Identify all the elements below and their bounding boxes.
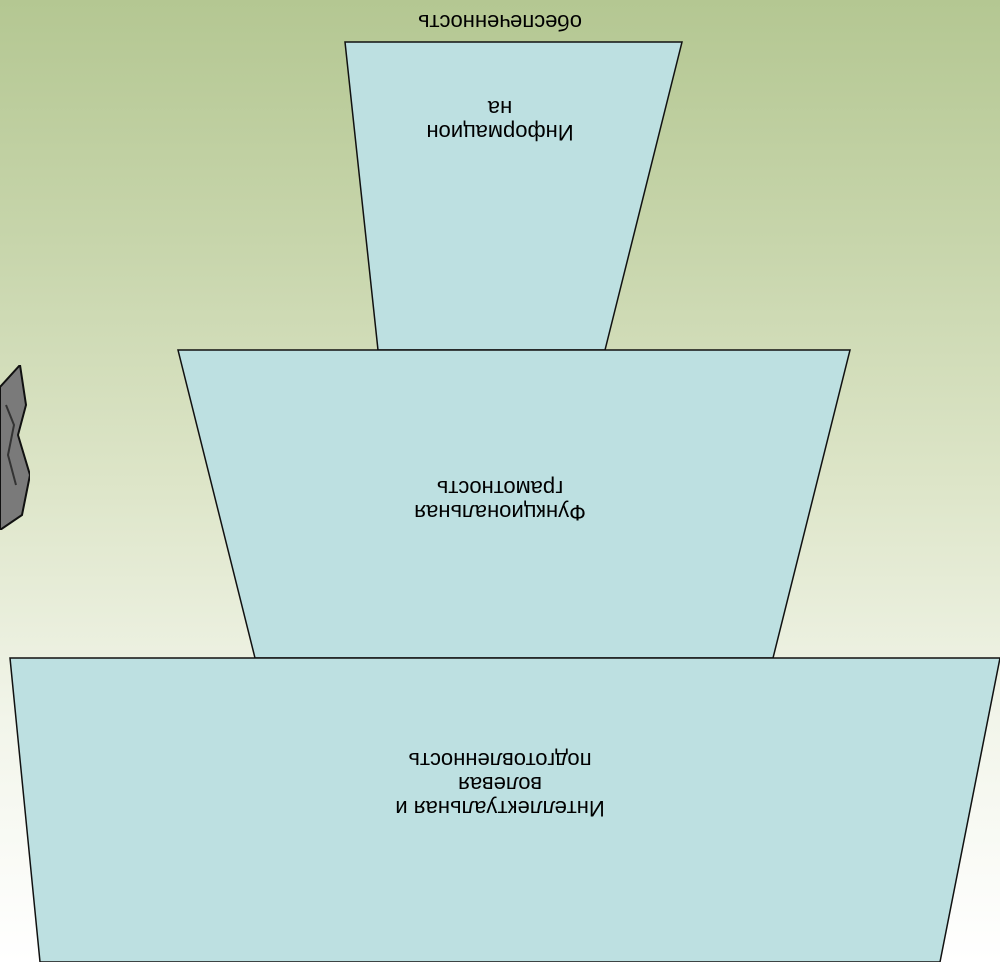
person-figure-icon bbox=[0, 365, 30, 530]
label-intellectual-line-2: волевая bbox=[458, 772, 542, 797]
label-intellectual: Интеллектуальная и волевая подготовленно… bbox=[0, 748, 1000, 821]
label-info: Информацион на bbox=[0, 96, 1000, 145]
label-functional: Функциональная грамотность bbox=[0, 476, 1000, 525]
trapezoid-info bbox=[344, 41, 683, 351]
trapezoid-intellectual bbox=[9, 657, 1000, 962]
label-info-line-2: на bbox=[487, 96, 513, 121]
label-intellectual-line-1: Интеллектуальная и bbox=[395, 796, 605, 821]
label-info-line-1: Информацион bbox=[426, 120, 574, 145]
label-functional-line-1: Функциональная bbox=[414, 500, 586, 525]
label-intellectual-line-3: подготовленность bbox=[408, 748, 592, 773]
clipped-top-label: обеспеченность bbox=[0, 10, 1000, 35]
label-functional-line-2: грамотность bbox=[436, 476, 564, 501]
clipped-top-text: обеспеченность bbox=[418, 10, 583, 35]
